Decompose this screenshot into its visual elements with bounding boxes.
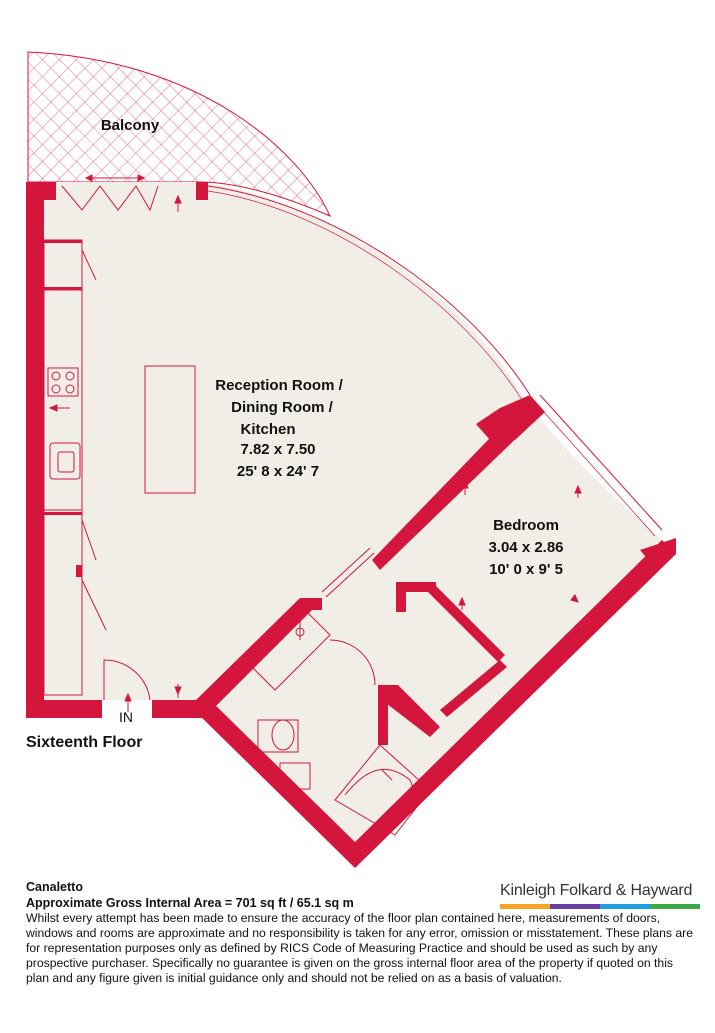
brand-stripe-2 [550, 904, 600, 909]
curved-glazing [207, 185, 531, 396]
brand-stripe-3 [600, 904, 650, 909]
bifold-doors [61, 174, 182, 212]
floor-plan: Balcony Reception Room / Dining Room / K… [26, 51, 676, 868]
sliding-door [321, 547, 375, 598]
footer: Canaletto Approximate Gross Internal Are… [26, 880, 706, 986]
brand-logo: Kinleigh Folkard & Hayward [500, 882, 700, 909]
svg-text:Dining Room /: Dining Room / [231, 399, 333, 416]
balcony-label: Balcony [101, 117, 160, 134]
brand-stripe-4 [650, 904, 700, 909]
brand-name: Kinleigh Folkard & Hayward [500, 882, 693, 899]
entrance-label: IN [119, 709, 133, 725]
bedroom-glazing [539, 394, 663, 531]
brand-stripe [500, 904, 700, 909]
bedroom-label: Bedroom 3.04 x 2.86 10' 0 x 9' 5 [488, 517, 563, 578]
reception-label: Reception Room / Dining Room / Kitchen 7… [215, 377, 343, 480]
svg-text:3.04 x 2.86: 3.04 x 2.86 [488, 539, 563, 556]
floor-area [44, 182, 662, 860]
svg-text:Kitchen: Kitchen [240, 421, 295, 438]
balcony-hatch [27, 51, 331, 217]
svg-text:25' 8 x 24' 7: 25' 8 x 24' 7 [237, 463, 319, 480]
dimension-arrows [48, 404, 582, 610]
svg-text:Reception Room /: Reception Room / [215, 377, 343, 394]
gross-internal-area: Approximate Gross Internal Area = 701 sq… [26, 896, 354, 910]
kitchen-island [144, 365, 196, 494]
bathroom-fixtures [244, 604, 431, 836]
entrance-door [103, 659, 182, 712]
property-name: Canaletto [26, 880, 83, 894]
walls [26, 182, 676, 868]
brand-stripe-1 [500, 904, 550, 909]
disclaimer-text: Whilst every attempt has been made to en… [26, 911, 694, 985]
svg-text:Bedroom: Bedroom [493, 517, 559, 534]
svg-text:7.82 x 7.50: 7.82 x 7.50 [240, 441, 315, 458]
svg-text:10' 0 x 9' 5: 10' 0 x 9' 5 [489, 561, 563, 578]
floor-label: Sixteenth Floor [26, 734, 142, 751]
